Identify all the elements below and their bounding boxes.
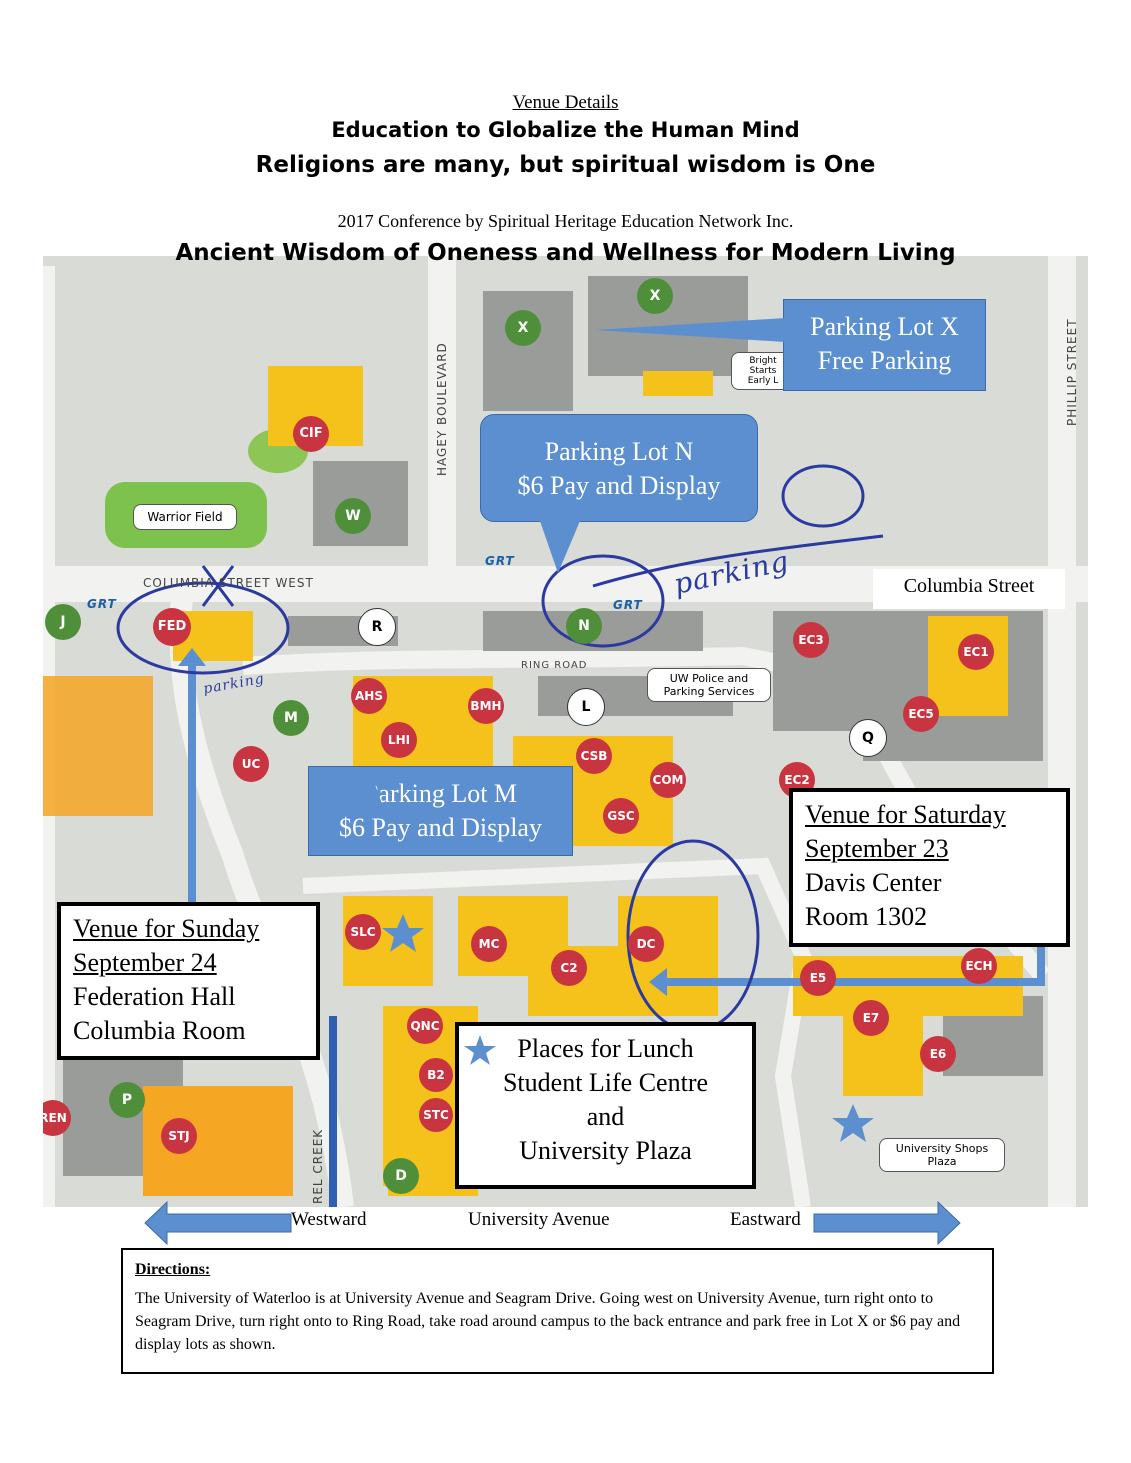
building-marker: B2 (419, 1058, 453, 1092)
callout-lot-n-line1: Parking Lot N (544, 437, 694, 466)
parking-marker: Q (849, 719, 887, 757)
building-marker: STC (419, 1098, 453, 1132)
parking-marker: M (273, 700, 309, 736)
parking-marker: P (109, 1082, 145, 1118)
lunch-star-icon (464, 1035, 496, 1065)
building-marker: EC1 (958, 634, 994, 670)
venue-sunday-room: Columbia Room (73, 1016, 246, 1045)
warrior-field-label: Warrior Field (133, 504, 237, 530)
building-marker: ECH (961, 948, 997, 984)
parking-marker: X (505, 310, 541, 346)
eastward-label: Eastward (730, 1209, 801, 1230)
callout-lot-n-pointer (540, 521, 580, 573)
westward-label: Westward (291, 1209, 367, 1230)
venue-sunday-place: Federation Hall (73, 982, 236, 1011)
building-marker: LHI (381, 722, 417, 758)
building-marker: BMH (468, 688, 504, 724)
venue-details-heading: Venue Details (512, 92, 619, 113)
street-columbia-west: COLUMBIA STREET WEST (143, 576, 314, 590)
parking-marker: X (637, 278, 673, 314)
venue-sunday-box: Venue for Sunday September 24 Federation… (57, 902, 320, 1060)
venue-saturday-title: Venue for Saturday (805, 800, 1006, 829)
conference-theme: Ancient Wisdom of Oneness and Wellness f… (175, 240, 956, 266)
parking-marker: J (45, 604, 81, 640)
lunch-and: and (586, 1102, 625, 1131)
street-ring-road: RING ROAD (521, 660, 588, 671)
callout-lot-m: Parking Lot M $6 Pay and Display (308, 766, 573, 856)
building-marker: EC3 (793, 622, 829, 658)
callout-lot-n-line2: $6 Pay and Display (517, 471, 721, 500)
lunch-place-1: Student Life Centre (502, 1068, 709, 1097)
building-marker: EC5 (903, 696, 939, 732)
title-religions: Religions are many, but spiritual wisdom… (255, 152, 876, 178)
venue-sunday-date: September 24 (73, 948, 217, 977)
callout-lot-n: Parking Lot N $6 Pay and Display (480, 414, 758, 522)
callout-lot-x: Parking Lot X Free Parking (783, 299, 986, 391)
building-marker: SLC (345, 914, 381, 950)
directions-title: Directions: (135, 1261, 211, 1278)
lunch-title: Places for Lunch (517, 1034, 694, 1063)
creek-label: REL CREEK (311, 1128, 325, 1204)
conference-line: 2017 Conference by Spiritual Heritage Ed… (337, 211, 794, 231)
building-marker: C2 (551, 950, 587, 986)
building-marker: UC (233, 746, 269, 782)
callout-lot-x-pointer (595, 318, 785, 342)
grt-stop: GRT (87, 597, 117, 611)
parking-marker: R (358, 608, 396, 646)
lunch-place-2: University Plaza (519, 1136, 692, 1165)
building-marker: REN (43, 1100, 71, 1136)
building-marker: QNC (407, 1008, 443, 1044)
parking-marker: L (567, 688, 605, 726)
building-marker: STJ (161, 1118, 197, 1154)
building-marker: DC (628, 926, 664, 962)
grt-stop: GRT (485, 554, 515, 568)
venue-sunday-title: Venue for Sunday (73, 914, 260, 943)
parking-marker: N (566, 608, 602, 644)
building-marker: CSB (576, 738, 612, 774)
building-marker: E7 (853, 1000, 889, 1036)
parking-marker: W (335, 498, 371, 534)
eastward-arrow-icon (813, 1200, 961, 1246)
grt-stop: GRT (613, 598, 643, 612)
callout-lot-m-line2: $6 Pay and Display (339, 813, 542, 842)
parking-marker: D (383, 1158, 419, 1194)
callout-lot-m-line1: Parking Lot M (363, 779, 518, 808)
uw-police-label: UW Police and Parking Services (647, 668, 771, 702)
lunch-box: Places for Lunch Student Life Centre and… (455, 1022, 756, 1189)
callout-lot-x-line2: Free Parking (817, 346, 952, 375)
university-avenue-label: University Avenue (468, 1209, 610, 1230)
building-marker: E5 (800, 960, 836, 996)
venue-saturday-room: Room 1302 (805, 902, 928, 931)
building-marker: FED (153, 608, 191, 646)
columbia-street-label: Columbia Street (873, 569, 1065, 609)
venue-saturday-place: Davis Center (805, 868, 942, 897)
building-marker: COM (650, 762, 686, 798)
venue-saturday-box: Venue for Saturday September 23 Davis Ce… (789, 788, 1070, 947)
directions-body: The University of Waterloo is at Univers… (135, 1290, 961, 1353)
westward-arrow-icon (144, 1200, 292, 1246)
title-education: Education to Globalize the Human Mind (331, 118, 800, 142)
callout-lot-x-line1: Parking Lot X (810, 312, 959, 341)
building-marker: AHS (351, 678, 387, 714)
directions-box: Directions: The University of Waterloo i… (121, 1248, 994, 1374)
university-shops-label: University Shops Plaza (879, 1138, 1005, 1172)
street-hagey: HAGEY BOULEVARD (435, 342, 449, 476)
street-phillip: PHILLIP STREET (1065, 318, 1079, 426)
building-marker: E6 (920, 1036, 956, 1072)
venue-saturday-date: September 23 (805, 834, 949, 863)
building-marker: CIF (293, 416, 329, 452)
building-marker: MC (471, 926, 507, 962)
building-marker: GSC (603, 798, 639, 834)
